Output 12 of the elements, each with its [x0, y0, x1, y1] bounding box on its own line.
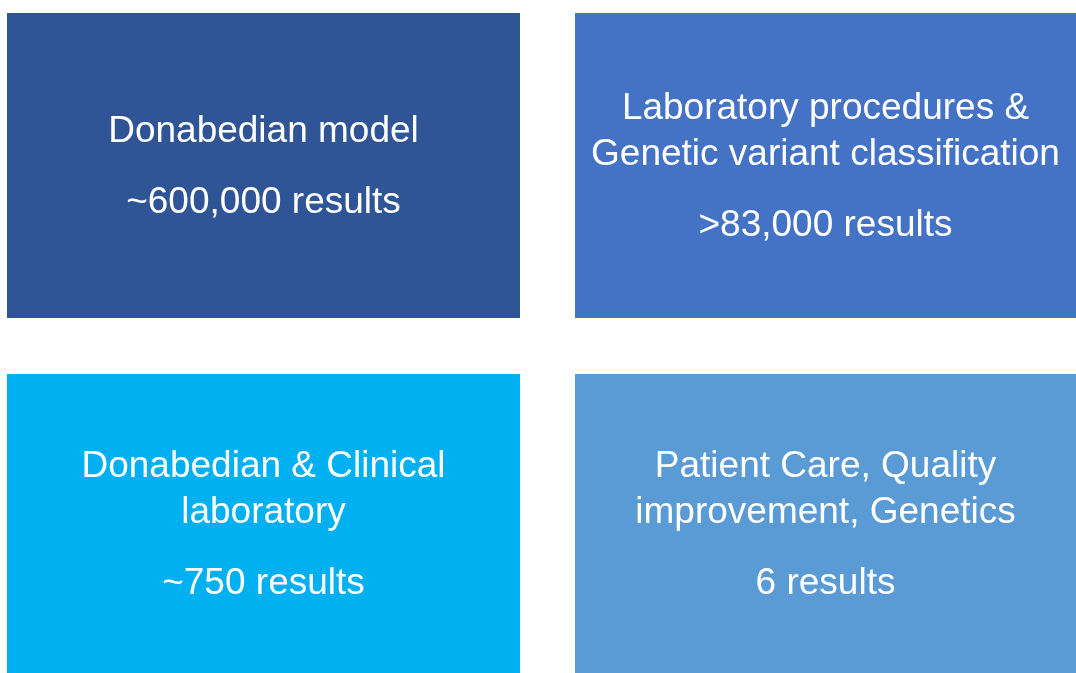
box-heading: Donabedian & Clinical laboratory — [80, 443, 447, 534]
result-count: 6 results — [755, 559, 896, 604]
box-heading: Donabedian model — [108, 108, 419, 153]
category-box — [7, 13, 520, 318]
category-box — [7, 374, 520, 673]
category-box — [575, 374, 1076, 673]
result-count: >83,000 results — [698, 201, 953, 246]
result-count: ~600,000 results — [126, 178, 401, 223]
category-box — [575, 13, 1076, 318]
box-heading: Patient Care, Quality improvement, Genetics — [634, 443, 1017, 534]
box-heading: Laboratory procedures & Genetic variant classification — [590, 85, 1061, 176]
result-count: ~750 results — [162, 559, 365, 604]
